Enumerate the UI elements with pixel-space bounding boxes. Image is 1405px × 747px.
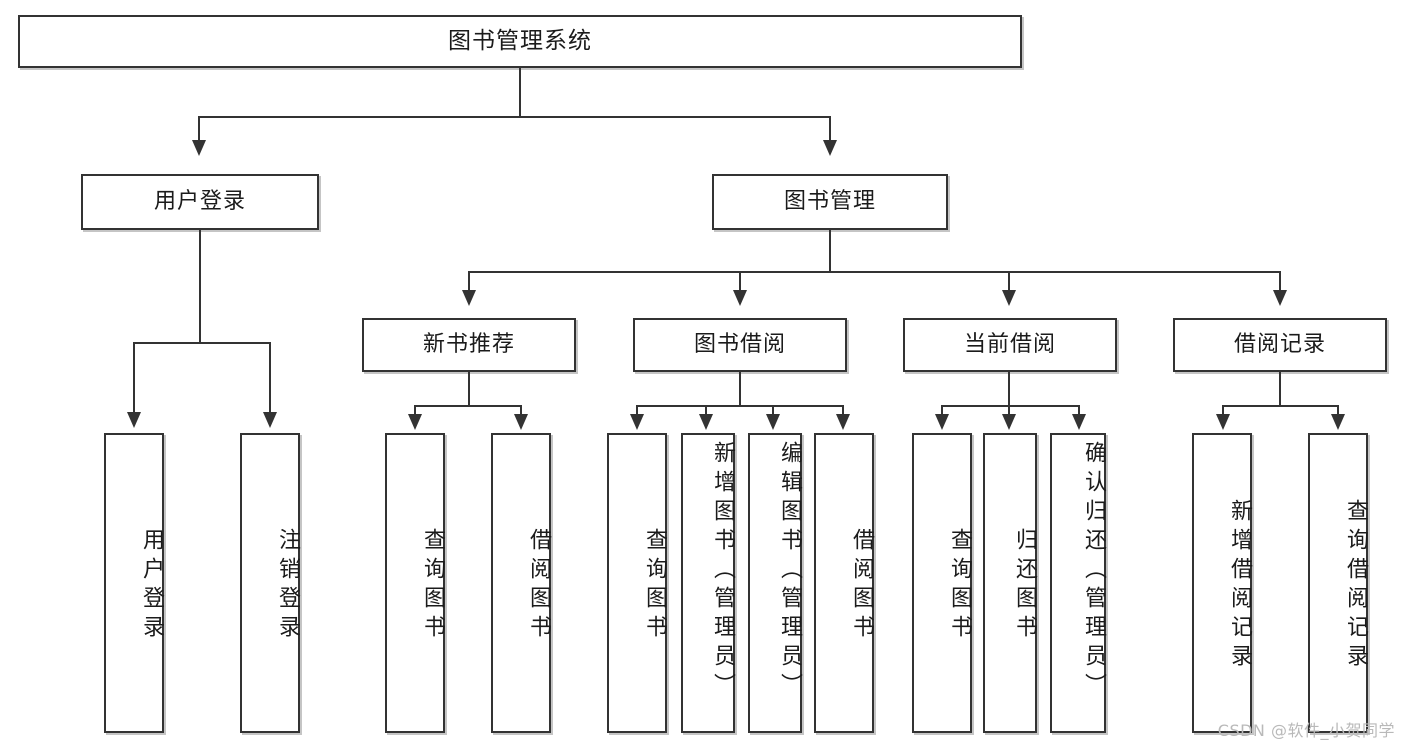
arrow-new-books-to-leaf-2 xyxy=(514,414,528,430)
connector-borrow-records-stem xyxy=(1279,372,1281,406)
arrow-root-to-user-login xyxy=(192,140,206,156)
leaf-add-book-admin[interactable]: 新增图书（管理员） xyxy=(681,433,735,733)
arrow-bm-to-borrow xyxy=(733,290,747,306)
connector-book-management-stem xyxy=(829,230,831,272)
leaf-borrow-books-recommendation[interactable]: 借阅图书 xyxy=(491,433,551,733)
leaf-add-borrow-record[interactable]: 新增借阅记录 xyxy=(1192,433,1252,733)
connector-current-borrow-stem xyxy=(1008,372,1010,406)
connector-current-borrow-bus xyxy=(941,405,1080,407)
node-label: 图书管理系统 xyxy=(448,27,592,54)
connector-bm-to-borrow xyxy=(739,271,741,295)
node-label: 注销登录 xyxy=(275,528,300,644)
connector-borrow-to-leaf-2 xyxy=(705,405,707,421)
node-label: 查询图书 xyxy=(642,528,667,644)
connector-new-books-to-leaf-1 xyxy=(414,405,416,421)
connector-user-login-to-leaf-1 xyxy=(133,342,135,418)
connector-root-stem xyxy=(519,68,521,117)
connector-bm-to-new-books xyxy=(468,271,470,295)
connector-borrow-to-leaf-1 xyxy=(636,405,638,421)
connector-current-borrow-to-leaf-2 xyxy=(1008,405,1010,421)
node-label: 新增借阅记录 xyxy=(1227,499,1252,673)
node-label: 图书管理 xyxy=(783,188,876,214)
node-label: 借阅图书 xyxy=(849,528,874,644)
node-label: 借阅记录 xyxy=(1233,331,1326,357)
connector-borrow-records-bus xyxy=(1222,405,1338,407)
node-book-borrow[interactable]: 图书借阅 xyxy=(633,318,847,372)
leaf-edit-book-admin[interactable]: 编辑图书（管理员） xyxy=(748,433,802,733)
arrow-bm-to-current-borrow xyxy=(1002,290,1016,306)
connector-borrow-stem xyxy=(739,372,741,406)
node-root-book-management-system[interactable]: 图书管理系统 xyxy=(18,15,1022,68)
connector-user-login-stem xyxy=(199,230,201,343)
node-label: 借阅图书 xyxy=(526,528,551,644)
node-label: 新书推荐 xyxy=(422,331,515,357)
leaf-query-borrow-record[interactable]: 查询借阅记录 xyxy=(1308,433,1368,733)
node-user-login[interactable]: 用户登录 xyxy=(81,174,319,230)
leaf-query-books-recommendation[interactable]: 查询图书 xyxy=(385,433,445,733)
leaf-confirm-return-admin[interactable]: 确认归还（管理员） xyxy=(1050,433,1106,733)
connector-root-to-book-management xyxy=(829,116,831,146)
connector-current-borrow-to-leaf-1 xyxy=(941,405,943,421)
connector-book-management-bus xyxy=(468,271,1280,273)
node-label: 图书借阅 xyxy=(693,331,786,357)
leaf-user-login[interactable]: 用户登录 xyxy=(104,433,164,733)
node-label: 归还图书 xyxy=(1012,528,1037,644)
connector-new-books-to-leaf-2 xyxy=(520,405,522,421)
arrow-borrow-to-leaf-1 xyxy=(630,414,644,430)
node-label: 用户登录 xyxy=(153,188,246,214)
node-label: 编辑图书（管理员） xyxy=(777,441,802,702)
connector-borrow-to-leaf-3 xyxy=(772,405,774,421)
connector-user-login-to-leaf-2 xyxy=(269,342,271,418)
connector-root-bus xyxy=(198,116,831,118)
arrow-bm-to-new-books xyxy=(462,290,476,306)
arrow-borrow-records-to-leaf-1 xyxy=(1216,414,1230,430)
node-label: 确认归还（管理员） xyxy=(1081,441,1106,702)
csdn-watermark: CSDN @软件_小贺同学 xyxy=(1217,721,1395,740)
node-new-book-recommendation[interactable]: 新书推荐 xyxy=(362,318,576,372)
arrow-current-borrow-to-leaf-1 xyxy=(935,414,949,430)
leaf-return-books[interactable]: 归还图书 xyxy=(983,433,1037,733)
leaf-logout[interactable]: 注销登录 xyxy=(240,433,300,733)
node-label: 用户登录 xyxy=(139,528,164,644)
leaf-query-books-current[interactable]: 查询图书 xyxy=(912,433,972,733)
leaf-borrow-books[interactable]: 借阅图书 xyxy=(814,433,874,733)
arrow-root-to-book-management xyxy=(823,140,837,156)
arrow-borrow-to-leaf-4 xyxy=(836,414,850,430)
connector-user-login-bus xyxy=(133,342,271,344)
arrow-user-login-to-leaf-2 xyxy=(263,412,277,428)
node-label: 新增图书（管理员） xyxy=(710,441,735,702)
connector-root-to-user-login xyxy=(198,116,200,146)
arrow-bm-to-borrow-records xyxy=(1273,290,1287,306)
arrow-current-borrow-to-leaf-3 xyxy=(1072,414,1086,430)
node-borrow-records[interactable]: 借阅记录 xyxy=(1173,318,1387,372)
node-label: 当前借阅 xyxy=(963,331,1056,357)
leaf-query-books-borrow[interactable]: 查询图书 xyxy=(607,433,667,733)
node-label: 查询借阅记录 xyxy=(1343,499,1368,673)
arrow-current-borrow-to-leaf-2 xyxy=(1002,414,1016,430)
arrow-new-books-to-leaf-1 xyxy=(408,414,422,430)
node-label: 查询图书 xyxy=(420,528,445,644)
arrow-borrow-records-to-leaf-2 xyxy=(1331,414,1345,430)
connector-new-books-bus xyxy=(414,405,522,407)
connector-borrow-to-leaf-4 xyxy=(842,405,844,421)
connector-current-borrow-to-leaf-3 xyxy=(1078,405,1080,421)
node-current-borrow[interactable]: 当前借阅 xyxy=(903,318,1117,372)
connector-bm-to-current-borrow xyxy=(1008,271,1010,295)
connector-bm-to-borrow-records xyxy=(1279,271,1281,295)
connector-new-books-stem xyxy=(468,372,470,406)
connector-borrow-bus xyxy=(636,405,844,407)
arrow-user-login-to-leaf-1 xyxy=(127,412,141,428)
arrow-borrow-to-leaf-3 xyxy=(766,414,780,430)
connector-borrow-records-to-leaf-2 xyxy=(1337,405,1339,421)
arrow-borrow-to-leaf-2 xyxy=(699,414,713,430)
connector-borrow-records-to-leaf-1 xyxy=(1222,405,1224,421)
node-label: 查询图书 xyxy=(947,528,972,644)
node-book-management[interactable]: 图书管理 xyxy=(712,174,948,230)
